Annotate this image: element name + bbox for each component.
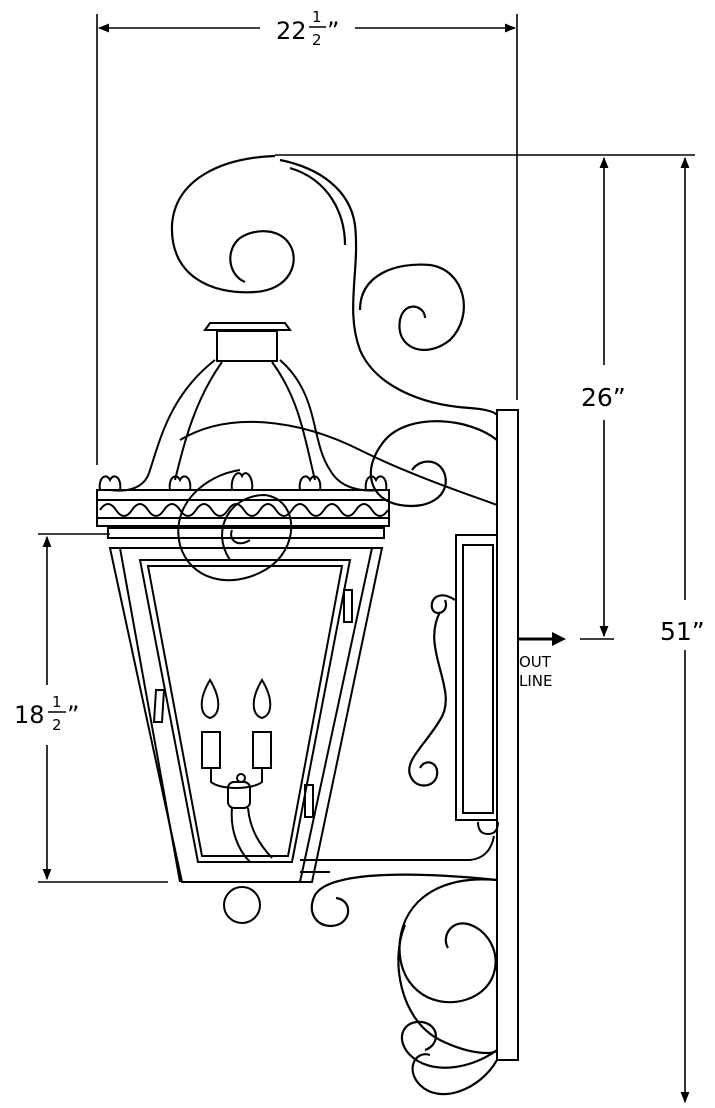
candle-left [201, 731, 221, 769]
glass-panel-inner [146, 565, 344, 857]
top-scroll-inner [279, 158, 498, 416]
out-line-label-1: OUT [519, 653, 552, 671]
candle-right [252, 731, 272, 769]
out-line-label-2: LINE [519, 672, 552, 690]
crown-strap-left [109, 359, 216, 492]
lower-scroll-left [310, 873, 498, 928]
right-upper-scroll [358, 263, 465, 351]
body-top-rim [107, 527, 385, 539]
gas-pipe [230, 807, 273, 863]
body-frame [119, 547, 373, 883]
finial-3 [230, 472, 254, 491]
wall-mount [300, 409, 519, 1061]
overall-dimension-label: 51” [660, 617, 705, 646]
lantern-height-numerator: 1 [52, 693, 62, 711]
lantern [96, 322, 498, 924]
lantern-height-whole: 18 [14, 701, 45, 729]
bracket-arm [300, 835, 495, 861]
lantern-height-denominator: 2 [52, 716, 62, 734]
width-dimension-text: 22 1 2 ” [276, 8, 339, 49]
lower-scroll-tail [411, 1053, 498, 1096]
lower-scroll-large [398, 878, 498, 1004]
bracket-brace [397, 924, 499, 1055]
crown-strap-inner-r [271, 361, 316, 481]
candle-hub [227, 781, 251, 809]
top-cap [203, 322, 292, 331]
width-whole: 22 [276, 17, 307, 45]
candle-flame-right [252, 678, 272, 720]
crown-band [96, 489, 390, 527]
hinge-lower [304, 784, 314, 818]
candle-cluster [200, 678, 273, 863]
hook-loop [179, 420, 498, 506]
mount-bottom-detail [477, 821, 499, 836]
box-side-scroll [408, 594, 456, 787]
bottom-finial-ball [223, 886, 261, 924]
lantern-height-text: 18 1 2 ” [14, 693, 79, 734]
width-quote: ” [327, 17, 339, 45]
finial-2 [168, 475, 192, 491]
overall-height-dimension [275, 154, 695, 1104]
crown-strap-inner-l [174, 361, 223, 481]
outlet-arrow [518, 632, 566, 646]
lantern-height-dimension [38, 533, 168, 883]
outlet-arrow-head [552, 632, 566, 646]
width-denominator: 2 [312, 31, 322, 49]
hook-curl [230, 529, 251, 545]
hook-ring [177, 469, 293, 582]
width-numerator: 1 [312, 8, 322, 26]
width-dimension [96, 14, 518, 465]
mounting-box-inner [462, 544, 494, 814]
outlet-dimension-label: 26” [581, 383, 626, 412]
top-collar [216, 330, 278, 362]
door-latch [152, 689, 166, 723]
lantern-height-quote: ” [67, 701, 79, 729]
finial-5 [364, 475, 388, 491]
lower-scroll-bottom [400, 1020, 498, 1069]
hinge-upper [343, 589, 353, 623]
top-scroll-outer [289, 166, 347, 246]
finial-1 [98, 475, 122, 491]
candle-flame-left [200, 678, 220, 720]
scrollwork [170, 154, 499, 1096]
wall-backplate [496, 409, 519, 1061]
crown-strap-right [279, 359, 381, 492]
finial-4 [298, 475, 322, 491]
candle-hub-knob [236, 773, 246, 783]
crown-finials [98, 472, 388, 491]
glass-panel [138, 559, 352, 863]
top-scroll [170, 154, 295, 294]
mounting-box [455, 534, 498, 821]
crown-pattern [99, 503, 389, 517]
candle-arms [210, 768, 263, 789]
